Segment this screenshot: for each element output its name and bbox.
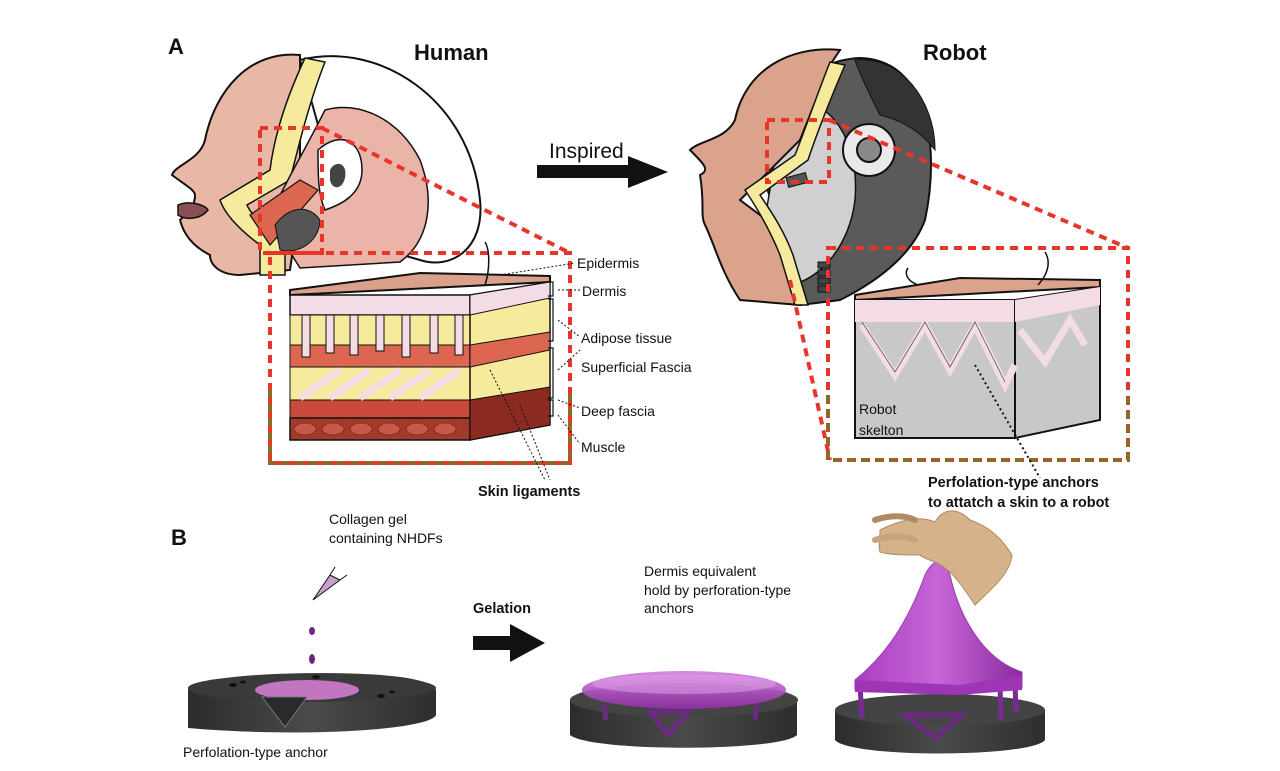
human-jaw-cavity xyxy=(274,208,321,252)
label-superficial-fascia: Superficial Fascia xyxy=(581,359,692,375)
collagen-pipette xyxy=(309,566,348,664)
perforation-anchors xyxy=(859,313,1089,393)
gelled-anchor-v xyxy=(644,709,694,739)
robot-skull-dark-cap xyxy=(854,59,936,152)
label-collagen-line1: Collagen gel xyxy=(329,511,407,527)
human-zoom-indicator xyxy=(258,126,572,465)
panel-a-letter: A xyxy=(168,34,184,59)
anchor-v-cut xyxy=(260,696,308,728)
label-dermis: Dermis xyxy=(582,283,627,299)
robot-zoom-line-top xyxy=(828,118,1129,250)
label-perfolation-anchor: Perfolation-type anchor xyxy=(183,744,328,760)
label-anchors-line1: Perfolation-type anchors xyxy=(928,475,1099,491)
demo-base-top xyxy=(835,694,1045,726)
inspired-label: Inspired xyxy=(549,140,624,163)
human-ear-canal xyxy=(330,163,346,188)
gel-droplet-1 xyxy=(309,627,315,635)
label-robot-skeleton-line2: skelton xyxy=(859,422,904,438)
human-title: Human xyxy=(414,40,489,65)
tent-rim xyxy=(855,675,1022,695)
human-masseter-muscle xyxy=(249,179,319,246)
label-dermis-line3: anchors xyxy=(644,600,694,616)
gelation-arrow xyxy=(473,624,545,662)
deep-fascia-layer xyxy=(289,399,471,419)
skin-ligament-diagonals xyxy=(297,367,463,401)
epidermis-top xyxy=(289,271,551,297)
label-adipose-tissue: Adipose tissue xyxy=(581,330,673,346)
human-block-side-fascia xyxy=(469,331,551,368)
robot-face-skin xyxy=(688,48,842,307)
anchor-leader-line xyxy=(974,364,1041,479)
anchor-holes xyxy=(229,675,395,698)
robot-skin-block xyxy=(854,251,1101,479)
robot-ear-core xyxy=(856,137,882,163)
human-lips xyxy=(177,202,209,220)
layer-label-leaders xyxy=(489,262,581,481)
robot-title: Robot xyxy=(923,40,987,65)
skin-pull-demo xyxy=(835,510,1045,754)
human-block-side-dermis xyxy=(469,281,551,316)
label-muscle: Muscle xyxy=(581,439,626,455)
label-deep-fascia: Deep fascia xyxy=(581,403,655,419)
dermis-layer xyxy=(289,294,471,316)
robot-zoom-small-box xyxy=(765,118,831,184)
human-zoom-large-box-lower xyxy=(268,390,572,465)
demo-anchor-v xyxy=(897,712,969,742)
muscle-cells xyxy=(293,422,457,436)
robot-zoom-line-left xyxy=(788,279,832,461)
hand xyxy=(878,510,1013,606)
robot-neck-joint xyxy=(817,261,831,293)
human-zoom-large-box xyxy=(268,251,572,465)
robot-fat-band xyxy=(743,61,847,306)
label-gelation: Gelation xyxy=(473,601,532,617)
robot-head-illustration xyxy=(688,48,936,307)
gel-droplet-2 xyxy=(309,654,315,664)
human-block-side-muscle xyxy=(469,386,551,441)
human-head-illustration xyxy=(170,53,482,277)
hair xyxy=(484,241,490,286)
label-anchors-line2: to attatch a skin to a robot xyxy=(928,495,1110,511)
anchor-base-initial xyxy=(188,673,436,733)
label-skin-ligaments: Skin ligaments xyxy=(478,484,581,500)
perforation-anchor-outlines xyxy=(861,321,1006,383)
robot-dermis-side xyxy=(1015,287,1100,322)
label-dermis-line2: hold by perforation-type xyxy=(644,582,792,598)
robot-hair-2 xyxy=(1037,251,1049,286)
label-dermis-line1: Dermis equivalent xyxy=(644,563,757,579)
robot-hair-1 xyxy=(905,267,919,286)
layer-brackets xyxy=(548,281,554,417)
robot-dermis-front xyxy=(855,300,1015,322)
inspired-arrow xyxy=(537,156,668,188)
robot-zoom-indicator xyxy=(765,118,1130,462)
gel-disc-initial xyxy=(255,680,359,700)
pipette-tip xyxy=(312,574,341,601)
label-robot-skeleton-line1: Robot xyxy=(859,401,897,417)
skin-ligament-pillars xyxy=(301,314,464,358)
panel-b-letter: B xyxy=(171,525,187,550)
human-zoom-line-top xyxy=(321,126,571,255)
anchor-base-gelled xyxy=(570,671,798,748)
label-collagen-line2: containing NHDFs xyxy=(329,530,443,546)
human-skin-block xyxy=(289,241,551,441)
label-epidermis: Epidermis xyxy=(577,255,640,271)
robot-zoom-large-box-lower xyxy=(826,395,1130,462)
